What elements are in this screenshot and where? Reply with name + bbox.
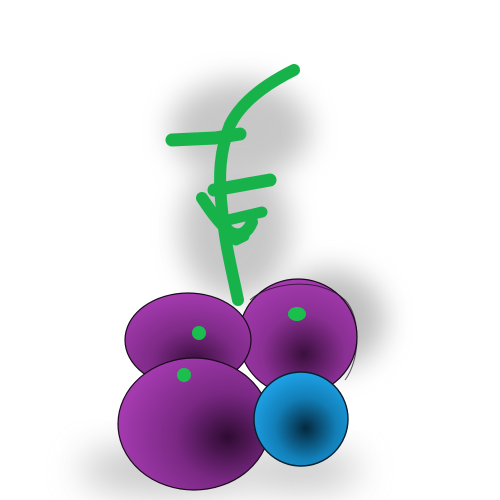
blueberry [253,371,349,467]
grape-bottom-left [117,357,271,491]
vine-stem [165,64,300,306]
grape-highlight [288,307,306,321]
grape-highlight [177,368,191,382]
grape-highlight [192,326,206,340]
